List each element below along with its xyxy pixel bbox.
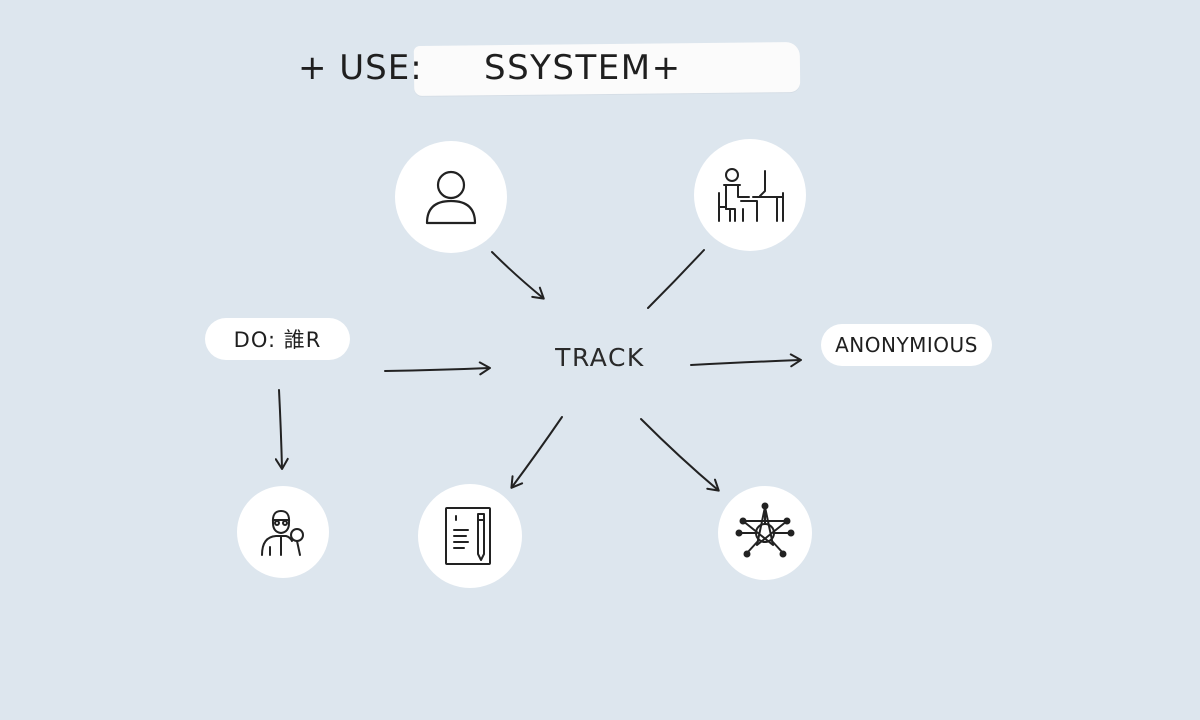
- title-main: SSYSTEM+: [484, 48, 682, 88]
- do-pill-label: DO: 誰R: [233, 328, 322, 352]
- anonymous-pill: ANONYMIOUS: [821, 324, 992, 366]
- arrow-track-to-anonymous: [690, 353, 802, 368]
- person-with-magnifier-icon: [261, 510, 304, 556]
- diagram-title: + USE: SSYSTEM+: [298, 41, 808, 100]
- network-node: [718, 486, 812, 580]
- do-pill: DO: 誰R: [205, 318, 350, 360]
- document-pen-icon: [445, 507, 491, 565]
- track-label: TRACK: [555, 343, 645, 372]
- document-node: [418, 484, 522, 588]
- network-star-icon: [735, 502, 795, 558]
- user-node: [395, 141, 507, 253]
- line-desk-to-track: [647, 249, 705, 309]
- arrow-do-to-investigator: [274, 389, 289, 470]
- desk-node: [694, 139, 806, 251]
- arrow-user-to-track: [491, 251, 545, 300]
- user-icon: [425, 170, 477, 225]
- investigator-node: [237, 486, 329, 578]
- arrow-track-to-network: [640, 418, 720, 492]
- anonymous-pill-label: ANONYMIOUS: [835, 333, 978, 357]
- arrow-do-to-track: [384, 361, 491, 376]
- arrow-track-to-document: [510, 416, 563, 489]
- person-at-desk-icon: [718, 168, 784, 222]
- title-prefix: + USE:: [298, 48, 423, 88]
